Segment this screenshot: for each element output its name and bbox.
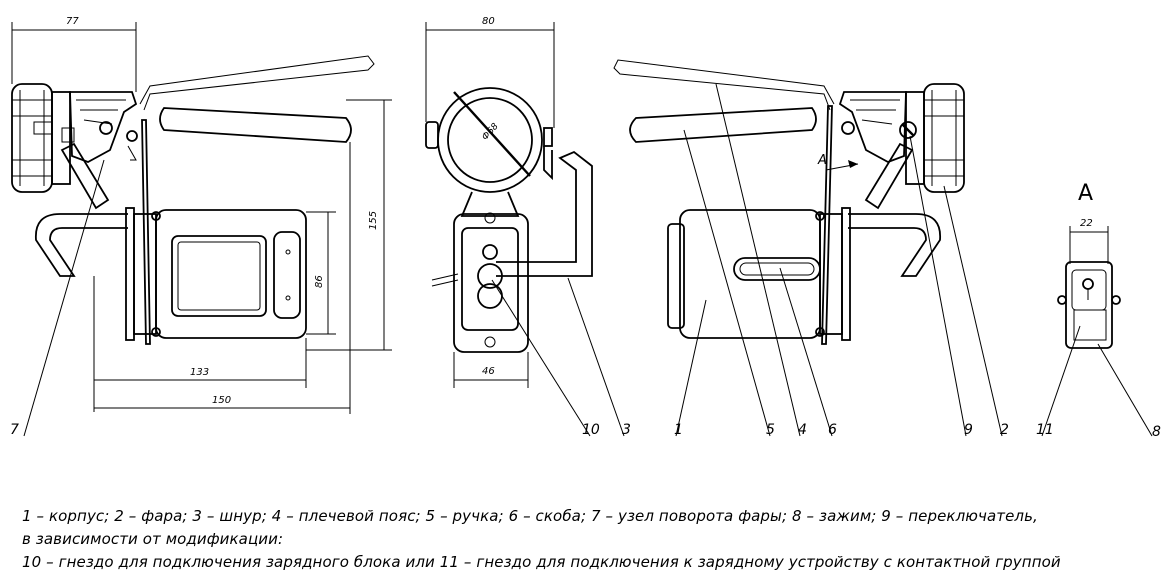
callout-4: 4	[798, 422, 807, 438]
callout-6: 6	[828, 422, 837, 438]
dimension-view-a: 22	[1069, 218, 1109, 264]
callout-1: 1	[674, 422, 683, 438]
pivot-unit-left	[60, 91, 138, 210]
dim-22: 22	[1080, 218, 1093, 229]
headlamp-front: Ф68	[425, 87, 553, 193]
legend-line-1: 1 – корпус; 2 – фара; 3 – шнур; 4 – плеч…	[22, 507, 1038, 525]
dim-155: 155	[368, 211, 379, 230]
front-view: Ф68 80 46	[425, 16, 593, 388]
callout-5: 5	[766, 422, 775, 438]
dim-133: 133	[190, 367, 209, 378]
right-side-view: A	[613, 59, 965, 345]
view-a: A 22	[1057, 181, 1121, 349]
callout-9: 9	[964, 422, 973, 438]
callout-11: 11	[1036, 422, 1054, 438]
callout-labels: 7 10 3 1 5 4 6 9 2 11 8	[10, 422, 1161, 440]
left-side-view: 77 155 86 133 150	[11, 16, 392, 414]
dim-77: 77	[66, 16, 79, 27]
callout-2: 2	[1000, 422, 1009, 438]
dim-86: 86	[314, 275, 325, 288]
callout-8: 8	[1152, 424, 1161, 440]
leader-lines	[23, 83, 1153, 437]
bracket-right	[821, 105, 833, 345]
view-arrow-label: A	[817, 153, 827, 168]
dimensions-front-view: 80 46	[425, 16, 555, 388]
callout-10: 10	[582, 422, 600, 438]
bracket-left	[141, 119, 151, 345]
shoulder-belt-right	[613, 59, 835, 111]
neck-front	[460, 191, 520, 217]
view-a-title: A	[1078, 181, 1093, 206]
technical-drawing: 77 155 86 133 150 Ф68	[10, 16, 1161, 440]
charger-socket-detail	[1057, 261, 1121, 349]
cord-left	[35, 213, 128, 277]
cord-front	[496, 150, 593, 277]
headlamp-right	[905, 83, 965, 193]
body-left	[125, 207, 307, 341]
shoulder-belt-left	[139, 55, 375, 111]
dim-150: 150	[212, 395, 231, 406]
callout-7: 7	[10, 422, 19, 438]
dim-80: 80	[482, 16, 495, 27]
cord-right	[848, 213, 941, 277]
legend-line-2: в зависимости от модификации:	[22, 530, 284, 548]
pivot-unit-right	[838, 91, 917, 210]
dim-46: 46	[482, 366, 495, 377]
headlamp-left	[11, 83, 75, 193]
body-right	[667, 207, 851, 341]
legend-line-3: 10 – гнездо для подключения зарядного бл…	[22, 553, 1061, 571]
handle-right	[629, 107, 817, 143]
view-arrow-a: A	[817, 153, 859, 171]
body-front	[431, 213, 529, 353]
handle-left	[159, 107, 352, 143]
callout-3: 3	[622, 422, 631, 438]
dimensions-left-view: 77 155 86 133 150	[11, 16, 392, 414]
